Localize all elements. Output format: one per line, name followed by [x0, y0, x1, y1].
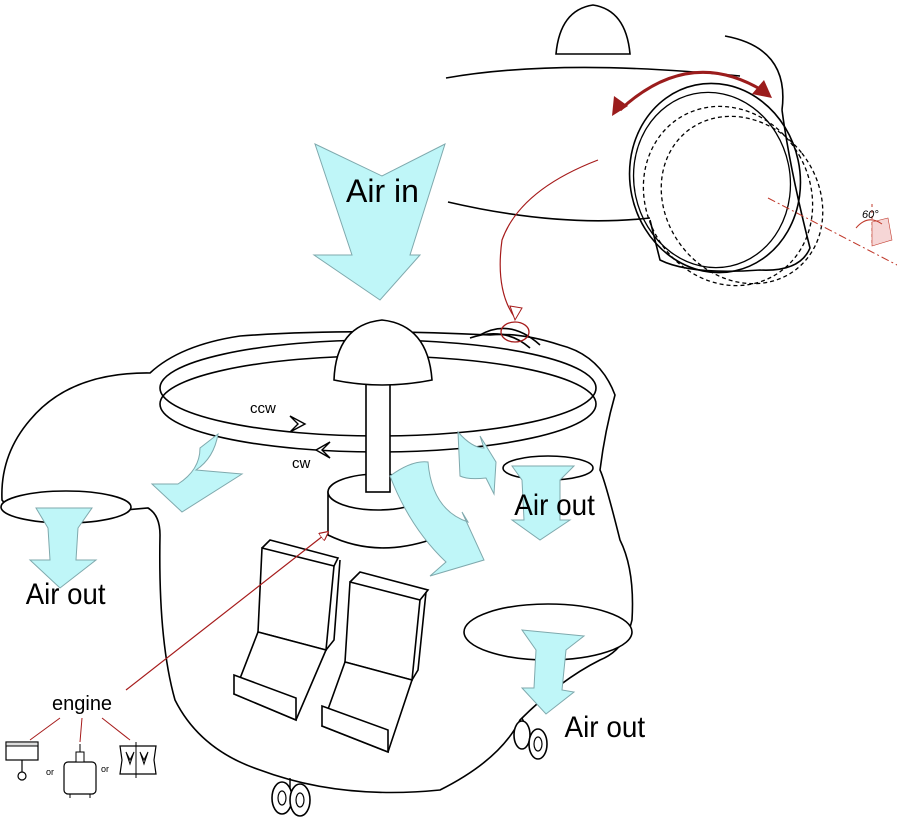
intake-lip-inner [469, 332, 531, 349]
air-out-left-arrow [28, 507, 98, 589]
landing-wheels-rear [513, 717, 548, 760]
piston-engine-icon [5, 741, 39, 781]
intake-lip [479, 327, 541, 346]
rotation-double-arrow [618, 70, 766, 112]
landing-wheels-front [271, 778, 311, 817]
angle-arc [855, 219, 883, 229]
engine-option-line-3 [101, 717, 131, 741]
angle-wedge [871, 217, 893, 247]
inset-rotor-arc-lower [447, 201, 651, 222]
inset-duct-body [649, 109, 811, 273]
ccw-label: ccw [250, 400, 276, 417]
rotor-mast [365, 377, 391, 493]
angle-label: 60° [862, 209, 879, 221]
rotation-arrowhead-right [752, 80, 772, 98]
inset-rotor-arc-right [724, 35, 784, 111]
rotor-downwash-right-arrow [457, 430, 497, 496]
engine-option-line-1 [29, 717, 61, 741]
detail-highlight-circle [500, 321, 530, 343]
engine-or-label-1: or [46, 767, 54, 777]
seat-left [232, 539, 341, 722]
air-in-label: Air in [346, 173, 419, 209]
air-out-left-label: Air out [26, 578, 106, 611]
airflow-arrows: Air in Air out Air out Air out [26, 143, 646, 744]
engine-or-label-2: or [101, 764, 109, 774]
inset-duct-tilted-2 [660, 115, 824, 285]
turbine-engine-icon [119, 742, 157, 778]
electric-motor-icon [63, 744, 97, 798]
detail-callout-curve [499, 159, 599, 319]
rotor-downwash-center-arrow [389, 461, 485, 577]
cw-label: cw [292, 455, 311, 472]
air-out-right-upper-label: Air out [514, 489, 595, 522]
inset-duct-ring-inner [632, 91, 792, 269]
inset-duct-ring-outer [628, 82, 802, 274]
inset-duct-tilted-1 [642, 105, 814, 287]
engine-label: engine [52, 693, 112, 715]
engine-callout: engine or or [5, 532, 328, 798]
air-out-right-lower-label: Air out [565, 711, 646, 744]
rotation-arrowhead-left [612, 96, 628, 116]
detail-inset: 60° [445, 4, 897, 322]
inset-dome [555, 4, 631, 55]
aircraft: ccw cw [0, 319, 634, 817]
engine-leader-line [125, 532, 328, 691]
rotor-hub-dome [333, 319, 433, 386]
air-out-right-lower-arrow [520, 629, 586, 715]
seat-right [320, 571, 430, 754]
engine-option-line-2 [79, 717, 83, 743]
ccw-arrow [289, 415, 307, 433]
cw-arrow [314, 441, 331, 459]
air-out-right-upper-arrow [510, 465, 576, 541]
rotor-downwash-left-arrow [150, 432, 244, 513]
air-in-arrow [312, 143, 446, 301]
detail-callout-arrowhead [509, 305, 523, 322]
